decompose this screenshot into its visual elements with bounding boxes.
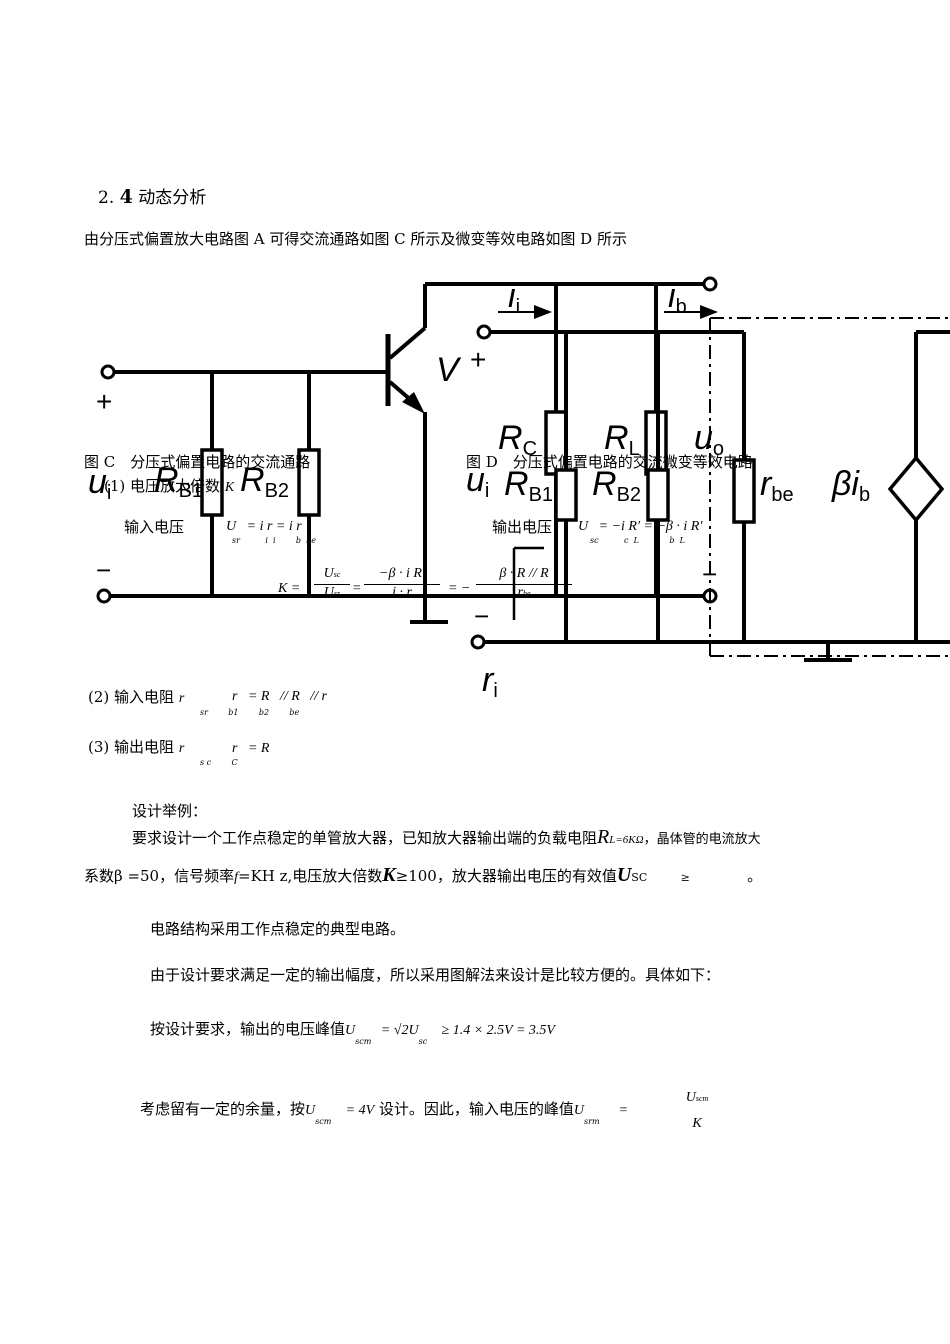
k-eq-2: = − — [448, 581, 471, 596]
ri-label: ri — [482, 661, 498, 702]
uo-label: uo — [694, 419, 725, 460]
current-ii-label: ii — [508, 277, 521, 318]
rb2-mid-label: RB2 — [592, 465, 642, 506]
design-line-2: 系数β =50，信号频率f=KH z,电压放大倍数K≥100，放大器输出电压的有… — [84, 864, 763, 886]
k-fraction-3: β · R // R rbe — [476, 566, 572, 601]
design-line-1: 要求设计一个工作点稳定的单管放大器，已知放大器输出端的负载电阻RL=6KΩ，晶体… — [132, 826, 761, 848]
input-resistance: (2) 输入电阻 r — [88, 688, 185, 706]
minus-mid: − — [474, 601, 490, 631]
caption-figure-d: 图 D 分压式偏置电路的交流微变等效电路 — [466, 453, 753, 471]
design-title: 设计举例： — [132, 802, 208, 820]
output-resistance: (3) 输出电阻 r — [88, 738, 185, 756]
input-voltage-subs: sr i i b be — [232, 536, 316, 545]
section-heading: 2. 4 动态分析 — [98, 186, 207, 208]
circuit-diagram — [96, 276, 950, 662]
design-fraction: Uscm K — [685, 1090, 709, 1131]
transistor-label: V — [436, 351, 459, 389]
ui-mid-label: ui — [466, 461, 490, 502]
intro-text: 由分压式偏置放大电路图 A 可得交流通路如图 C 所示及微变等效电路如图 D 所… — [84, 230, 627, 248]
k-eq-1: = — [352, 581, 362, 596]
output-voltage-eq: U = −i R′ = −β · i R′ — [578, 519, 703, 534]
rb2-left-label: RB2 — [240, 461, 290, 502]
output-voltage-label: 输出电压 — [492, 518, 553, 536]
rbe-label: rbe — [760, 465, 794, 506]
beta-ib-label: βib — [832, 465, 871, 506]
plus-sign-top: + — [470, 344, 487, 375]
heading-number: 2 — [98, 188, 109, 208]
design-paragraph-1: 电路结构采用工作点稳定的典型电路。 — [150, 920, 406, 938]
output-voltage-subs: sc c L b L — [590, 536, 685, 545]
gain-label: (1) 电压放大倍数 K — [104, 477, 235, 495]
output-resistance-subs: s c C — [200, 758, 238, 767]
minus-right: − — [702, 559, 718, 589]
rb1-mid-label: RB1 — [504, 465, 554, 506]
rb1-left-label: RB1 — [154, 461, 204, 502]
input-resistance-subs: sr b1 b2 be — [200, 708, 300, 717]
k-formula-lhs: K = — [278, 581, 301, 596]
k-fraction-2: −β · i R′ i · r — [364, 566, 440, 601]
caption-figure-c: 图 C 分压式偏置电路的交流通路 — [84, 453, 311, 471]
k-fraction-1: Usc Usr — [314, 566, 350, 601]
rc-label: RC — [498, 419, 538, 460]
design-paragraph-3: 按设计要求，输出的电压峰值Uscm = √2Usc ≥ 1.4 × 2.5V =… — [150, 1020, 555, 1046]
input-voltage-eq: U = i r = i r — [226, 519, 302, 534]
input-resistance-eq: r = R // R // r — [232, 689, 328, 704]
input-voltage-label: 输入电压 — [124, 518, 185, 536]
design-paragraph-4: 考虑留有一定的余量，按Uscm = 4V 设计。因此，输入电压的峰值Usrm = — [140, 1100, 629, 1126]
plus-sign-left: + — [96, 386, 113, 417]
heading-title: 动态分析 — [138, 188, 207, 208]
current-ib-label: ib — [668, 277, 687, 318]
output-resistance-eq: r = R — [232, 741, 270, 756]
design-paragraph-2: 由于设计要求满足一定的输出幅度，所以采用图解法来设计是比较方便的。具体如下： — [150, 966, 721, 984]
heading-number-2: 4 — [119, 186, 133, 208]
rl-label: RL — [604, 419, 640, 460]
ui-left-label: ui — [88, 463, 112, 504]
heading-dot: . — [108, 188, 115, 208]
minus-left: − — [96, 555, 112, 585]
